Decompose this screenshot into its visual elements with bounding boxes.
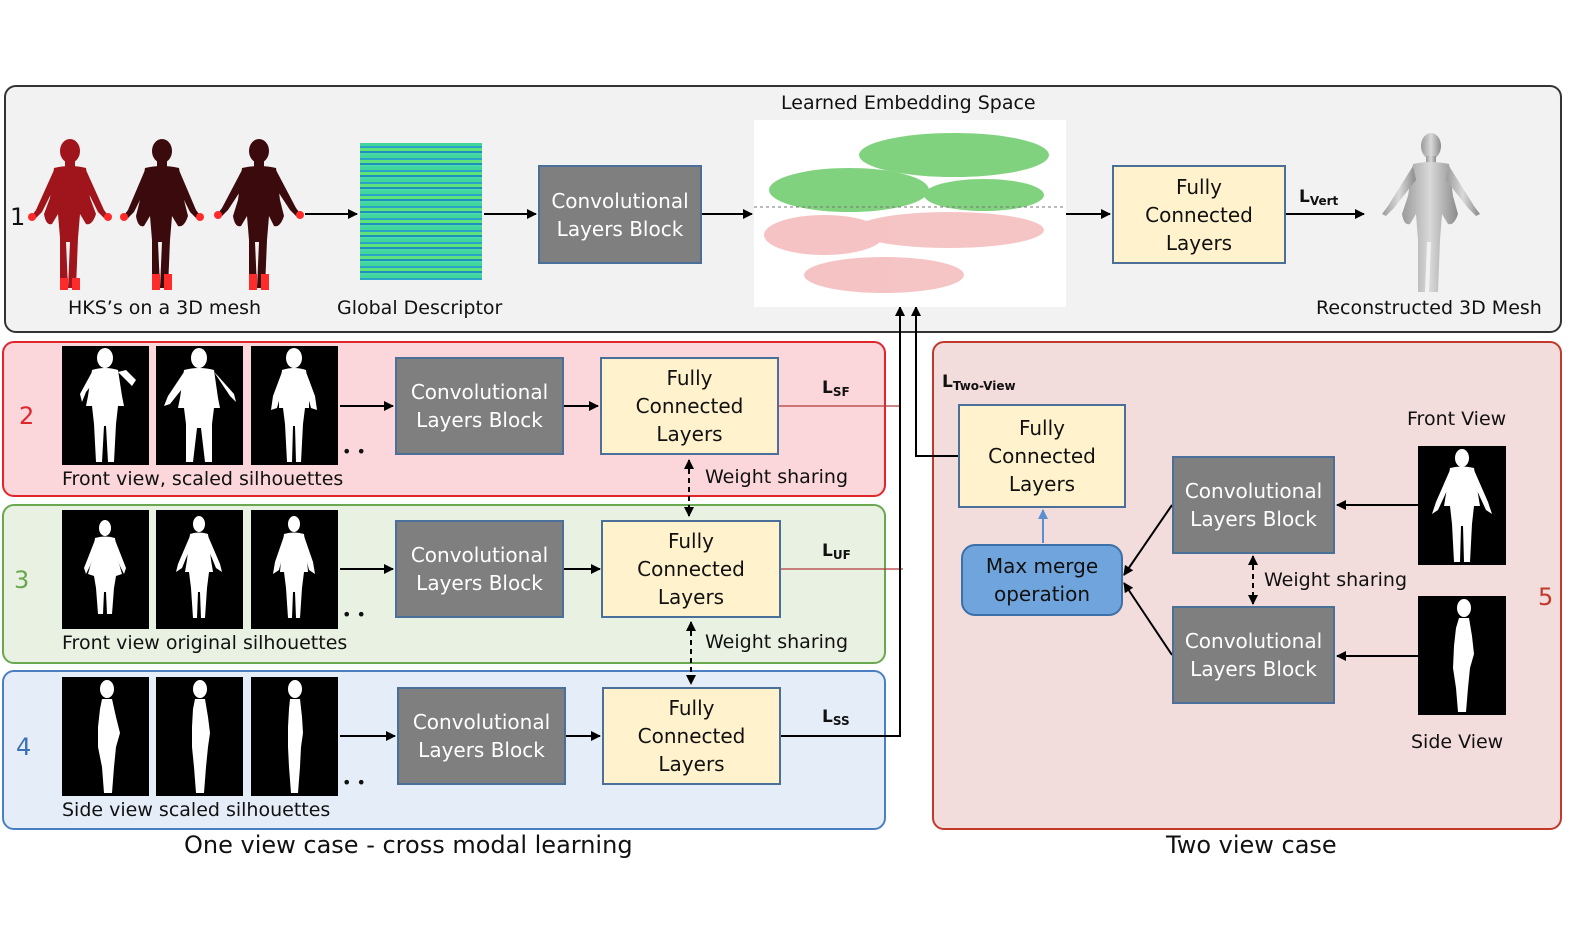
human-figure-icon xyxy=(214,139,304,290)
row1-number: 1 xyxy=(10,203,26,231)
row3-fc-block: Fully Connected Layers xyxy=(601,520,781,618)
row4-number: 4 xyxy=(16,733,32,761)
loss-ss: LSS xyxy=(822,707,850,728)
row4-fc-block: Fully Connected Layers xyxy=(602,687,781,785)
row2-fc-block: Fully Connected Layers xyxy=(600,357,779,455)
arrow-conv-top-to-merge xyxy=(1123,504,1173,576)
row2-caption: Front view, scaled silhouettes xyxy=(62,468,344,490)
front-silhouette-icon xyxy=(271,348,317,462)
row3-conv-block: Convolutional Layers Block xyxy=(395,520,564,618)
front-silhouette-icon xyxy=(80,348,136,462)
loss-vert-main: L xyxy=(1299,187,1310,207)
side-silhouette-icon xyxy=(192,680,210,793)
row4-silhouette-2 xyxy=(156,677,243,796)
arrow-two-view-to-embedding xyxy=(911,306,958,457)
human-figure-icon xyxy=(1382,133,1480,292)
row3-silhouette-2 xyxy=(156,510,243,629)
reconstructed-mesh xyxy=(1380,132,1482,298)
side-silhouette-icon xyxy=(288,680,303,793)
row3-silhouette-3 xyxy=(251,510,338,629)
loss-two-view-main: L xyxy=(942,372,953,392)
row4-caption: Side view scaled silhouettes xyxy=(62,799,331,821)
two-view-case-caption: Two view case xyxy=(1166,831,1337,859)
row4-ellipsis: • • xyxy=(342,773,366,792)
loss-ss-main: L xyxy=(822,707,833,727)
loss-uf-main: L xyxy=(822,541,833,561)
loss-sf-main: L xyxy=(822,378,833,398)
loss-two-view: LTwo-View xyxy=(942,372,1016,393)
one-view-case-caption: One view case - cross modal learning xyxy=(184,831,633,859)
row2-conv-block: Convolutional Layers Block xyxy=(395,357,564,455)
side-silhouette-icon xyxy=(98,680,120,793)
embedding-title: Learned Embedding Space xyxy=(781,92,1036,114)
loss-vert-sub: Vert xyxy=(1309,194,1339,208)
front-silhouette-icon xyxy=(1432,449,1492,562)
side-view-silhouette xyxy=(1418,596,1506,715)
two-view-fc-block: Fully Connected Layers xyxy=(958,404,1126,508)
row2-weight-sharing: Weight sharing xyxy=(705,466,849,488)
loss-vert: LVert xyxy=(1299,187,1338,208)
row4-conv-block: Convolutional Layers Block xyxy=(397,687,566,785)
front-view-label: Front View xyxy=(1407,408,1507,430)
arrow-row4-loss-to-embedding xyxy=(781,306,905,737)
side-silhouette-icon xyxy=(1453,599,1474,712)
top-fc-block: Fully Connected Layers xyxy=(1112,165,1286,264)
top-conv-block: Convolutional Layers Block xyxy=(538,165,702,264)
row4-silhouette-3 xyxy=(251,677,338,796)
row2-silhouette-2 xyxy=(156,346,243,465)
human-figure-icon xyxy=(28,139,112,290)
row3-number: 3 xyxy=(14,566,30,594)
human-figure-icon xyxy=(120,139,204,290)
row3-ellipsis: • • xyxy=(342,605,366,624)
two-view-conv-block-top: Convolutional Layers Block xyxy=(1172,456,1335,554)
row3-weight-sharing: Weight sharing xyxy=(705,631,849,653)
loss-ss-sub: SS xyxy=(832,714,850,728)
loss-uf-sub: UF xyxy=(832,548,851,562)
hks-mesh-2 xyxy=(118,138,206,294)
row2-silhouette-1 xyxy=(62,346,149,465)
front-view-silhouette xyxy=(1418,446,1506,565)
loss-sf-sub: SF xyxy=(832,385,850,399)
two-view-conv-block-bottom: Convolutional Layers Block xyxy=(1172,606,1335,704)
row2-silhouette-3 xyxy=(251,346,338,465)
two-view-number: 5 xyxy=(1538,583,1554,611)
hks-caption: HKS’s on a 3D mesh xyxy=(68,297,262,319)
global-descriptor-image xyxy=(360,143,482,280)
side-view-label: Side View xyxy=(1411,731,1504,753)
loss-two-view-sub: Two-View xyxy=(952,379,1016,393)
max-merge-block: Max merge operation xyxy=(961,544,1123,616)
global-descriptor-caption: Global Descriptor xyxy=(337,297,503,319)
hks-mesh-1 xyxy=(26,138,114,294)
loss-uf: LUF xyxy=(822,541,851,562)
front-silhouette-icon xyxy=(273,516,315,618)
row3-caption: Front view original silhouettes xyxy=(62,632,348,654)
two-view-weight-sharing: Weight sharing xyxy=(1264,569,1408,591)
front-silhouette-icon xyxy=(164,348,236,462)
row3-silhouette-1 xyxy=(62,510,149,629)
hks-mesh-3 xyxy=(214,138,304,294)
row2-number: 2 xyxy=(19,402,35,430)
arrow-conv-bottom-to-merge xyxy=(1123,582,1173,656)
row2-ellipsis: • • xyxy=(342,442,366,461)
front-silhouette-icon xyxy=(84,520,126,614)
embedding-scatter-plot xyxy=(754,120,1066,307)
loss-sf: LSF xyxy=(822,378,850,399)
row4-silhouette-1 xyxy=(62,677,149,796)
reconstructed-mesh-caption: Reconstructed 3D Mesh xyxy=(1316,297,1542,319)
front-silhouette-icon xyxy=(176,516,222,618)
